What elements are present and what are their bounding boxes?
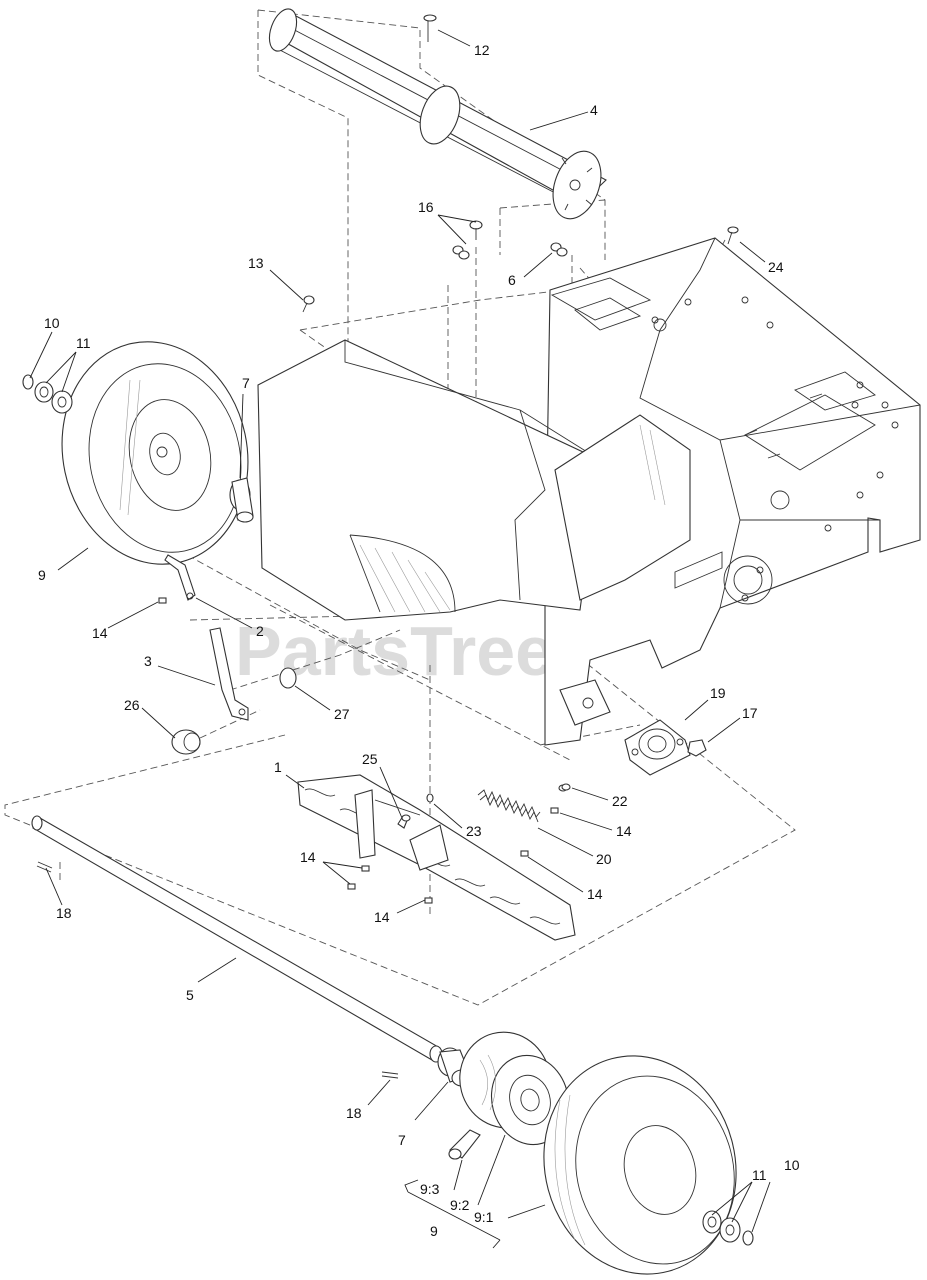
part-hopper-box [257, 339, 691, 621]
callout-14-d: 14 [300, 849, 316, 865]
callout-9-2: 9:2 [450, 1197, 470, 1213]
callout-23: 23 [466, 823, 482, 839]
callout-12: 12 [474, 42, 490, 58]
part-bolt-24 [727, 226, 739, 245]
callout-19: 19 [710, 685, 726, 701]
callout-25: 25 [362, 751, 378, 767]
callout-9-left: 9 [38, 567, 46, 583]
callout-14-b: 14 [616, 823, 632, 839]
callout-26: 26 [124, 697, 140, 713]
callout-14-e: 14 [374, 909, 390, 925]
part-right-washers [702, 1210, 754, 1246]
callout-24: 24 [768, 259, 784, 275]
part-pin-18a [36, 861, 53, 873]
callout-9-right: 9 [430, 1223, 438, 1239]
part-valve-stem [448, 1129, 481, 1160]
callout-7-left: 7 [242, 375, 250, 391]
callout-18-a: 18 [56, 905, 72, 921]
part-lever-arm-3 [209, 627, 249, 721]
callout-11-left: 11 [76, 335, 91, 351]
callout-9-3: 9:3 [420, 1181, 440, 1197]
part-knob-26 [171, 729, 201, 755]
part-bolt-22 [561, 783, 571, 791]
part-bolt-12 [423, 14, 437, 42]
part-lever-arm-2 [164, 554, 196, 601]
part-chassis-frame [544, 237, 921, 746]
callout-labels: 12 4 16 6 24 13 10 11 7 9 14 2 3 27 26 1… [38, 42, 800, 1239]
callout-9-1: 9:1 [474, 1209, 494, 1225]
part-spacer-left [229, 477, 254, 523]
part-pin-18b [381, 1071, 399, 1079]
part-left-wheel [61, 341, 249, 565]
part-small-nut-14a [158, 597, 167, 604]
part-pin-23 [426, 793, 434, 803]
callout-14-a: 14 [92, 625, 108, 641]
callout-16: 16 [418, 199, 434, 215]
callout-1: 1 [274, 759, 282, 775]
callout-7-right: 7 [398, 1132, 406, 1148]
callout-20: 20 [596, 851, 612, 867]
part-right-tire [543, 1055, 737, 1275]
part-bolt-6 [550, 242, 568, 257]
callout-6: 6 [508, 272, 516, 288]
callout-14-c: 14 [587, 886, 603, 902]
part-nut-17 [687, 739, 707, 757]
part-left-washers [22, 374, 73, 414]
callout-13: 13 [248, 255, 264, 271]
callout-3: 3 [144, 653, 152, 669]
callout-11-right: 11 [752, 1167, 767, 1183]
callout-22: 22 [612, 793, 628, 809]
part-roller-tube [268, 8, 607, 220]
callout-2: 2 [256, 623, 264, 639]
part-flange-bearing [624, 719, 691, 776]
callout-leaders [29, 29, 771, 1249]
callout-18-b: 18 [346, 1105, 362, 1121]
part-bolts-16 [452, 220, 483, 260]
callout-4: 4 [590, 102, 598, 118]
part-washer-27 [279, 667, 297, 689]
callout-10-right: 10 [784, 1157, 800, 1173]
part-agitator-plate [297, 774, 576, 941]
part-axle-shaft [31, 815, 443, 1063]
callout-27: 27 [334, 706, 350, 722]
part-bolt-13 [302, 295, 315, 313]
callout-5: 5 [186, 987, 194, 1003]
callout-17: 17 [742, 705, 758, 721]
part-spring-20 [477, 789, 541, 823]
callout-10-left: 10 [44, 315, 60, 331]
